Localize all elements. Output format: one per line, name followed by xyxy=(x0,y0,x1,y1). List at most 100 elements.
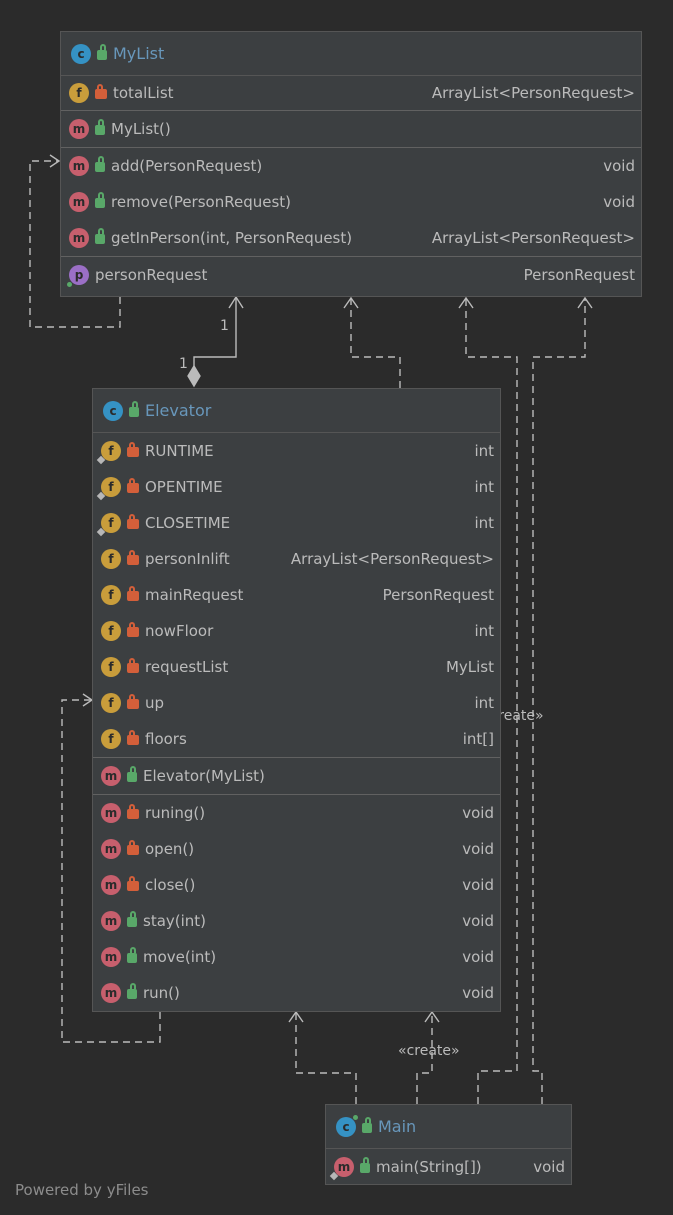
member-name: personInlift xyxy=(145,550,230,568)
member-type: ArrayList<PersonRequest> xyxy=(431,229,635,247)
elevator-fields-section: f RUNTIME int f OPENTIME int f CLOSETIME… xyxy=(93,433,500,758)
private-icon xyxy=(127,442,139,457)
member-type: int xyxy=(474,478,494,496)
member-row[interactable]: m getInPerson(int, PersonRequest) ArrayL… xyxy=(61,220,641,256)
multiplicity-mylist-label: 1 xyxy=(220,318,229,334)
member-row[interactable]: f RUNTIME int xyxy=(93,433,500,469)
member-row[interactable]: m main(String[]) void xyxy=(326,1149,571,1185)
method-icon: m xyxy=(101,803,121,823)
public-icon xyxy=(127,911,137,927)
member-row[interactable]: m stay(int) void xyxy=(93,903,500,939)
class-elevator[interactable]: c Elevator f RUNTIME int f OPENTIME int … xyxy=(92,388,501,1012)
member-row[interactable]: m runing() void xyxy=(93,795,500,831)
private-icon xyxy=(127,804,139,819)
member-type: ArrayList<PersonRequest> xyxy=(290,550,494,568)
field-icon: f xyxy=(101,585,121,605)
member-type: int xyxy=(474,622,494,640)
member-row[interactable]: f nowFloor int xyxy=(93,613,500,649)
member-row[interactable]: f up int xyxy=(93,685,500,721)
field-icon: f xyxy=(101,657,121,677)
member-name: remove(PersonRequest) xyxy=(111,193,291,211)
static-method-icon: m xyxy=(329,1157,354,1181)
member-row[interactable]: f floors int[] xyxy=(93,721,500,757)
mylist-properties-section: p personRequest PersonRequest xyxy=(61,257,641,293)
field-icon: f xyxy=(101,621,121,641)
member-name: Elevator(MyList) xyxy=(143,767,265,785)
member-name: floors xyxy=(145,730,187,748)
class-mylist-header[interactable]: c MyList xyxy=(61,32,641,76)
member-name: personRequest xyxy=(95,266,208,284)
member-row[interactable]: f mainRequest PersonRequest xyxy=(93,577,500,613)
public-icon xyxy=(127,983,137,999)
member-row[interactable]: m open() void xyxy=(93,831,500,867)
member-name: run() xyxy=(143,984,180,1002)
method-icon: m xyxy=(69,192,89,212)
main-elevator-dependency-edge xyxy=(295,1012,357,1104)
method-icon: m xyxy=(69,228,89,248)
member-name: main(String[]) xyxy=(376,1158,482,1176)
private-icon xyxy=(127,550,139,565)
class-icon: c xyxy=(103,400,123,421)
private-icon xyxy=(127,840,139,855)
member-type: PersonRequest xyxy=(523,266,635,284)
elevator-constructors-section: m Elevator(MyList) xyxy=(93,758,500,795)
method-icon: m xyxy=(69,119,89,139)
class-mylist[interactable]: c MyList f totalList ArrayList<PersonReq… xyxy=(60,31,642,297)
member-name: OPENTIME xyxy=(145,478,223,496)
private-icon xyxy=(127,694,139,709)
member-row[interactable]: f OPENTIME int xyxy=(93,469,500,505)
private-icon xyxy=(127,586,139,601)
member-row[interactable]: f totalList ArrayList<PersonRequest> xyxy=(61,76,641,110)
member-row[interactable]: f personInlift ArrayList<PersonRequest> xyxy=(93,541,500,577)
member-name: add(PersonRequest) xyxy=(111,157,263,175)
composition-edge xyxy=(193,297,237,372)
member-row[interactable]: m move(int) void xyxy=(93,939,500,975)
member-row[interactable]: f requestList MyList xyxy=(93,649,500,685)
composition-diamond xyxy=(187,364,201,388)
class-main-header[interactable]: c Main xyxy=(326,1105,571,1149)
member-type: int xyxy=(474,694,494,712)
member-row[interactable]: m remove(PersonRequest) void xyxy=(61,184,641,220)
member-type: MyList xyxy=(445,658,494,676)
member-row[interactable]: p personRequest PersonRequest xyxy=(61,257,641,293)
class-main[interactable]: c Main m main(String[]) void xyxy=(325,1104,572,1185)
member-type: void xyxy=(462,876,494,894)
public-icon xyxy=(95,228,105,244)
static-field-icon: f xyxy=(96,513,121,537)
public-icon xyxy=(95,119,105,135)
member-name: totalList xyxy=(113,84,174,102)
field-icon: f xyxy=(101,693,121,713)
method-icon: m xyxy=(69,156,89,176)
member-row[interactable]: m run() void xyxy=(93,975,500,1011)
public-icon xyxy=(97,43,107,60)
member-name: runing() xyxy=(145,804,206,822)
public-icon xyxy=(129,400,139,417)
member-row[interactable]: m MyList() xyxy=(61,111,641,147)
member-type: void xyxy=(462,840,494,858)
member-type: void xyxy=(533,1158,565,1176)
main-mylist-create-edge-2 xyxy=(532,298,586,1104)
member-row[interactable]: f CLOSETIME int xyxy=(93,505,500,541)
private-icon xyxy=(127,876,139,891)
member-name: MyList() xyxy=(111,120,171,138)
class-main-title: Main xyxy=(378,1117,417,1136)
member-row[interactable]: m close() void xyxy=(93,867,500,903)
member-name: open() xyxy=(145,840,195,858)
member-type: int[] xyxy=(462,730,494,748)
method-icon: m xyxy=(101,875,121,895)
member-name: RUNTIME xyxy=(145,442,214,460)
elevator-mylist-dependency-edge xyxy=(350,298,401,388)
private-icon xyxy=(127,622,139,637)
multiplicity-elevator-label: 1 xyxy=(179,356,188,372)
static-field-icon: f xyxy=(96,477,121,501)
method-icon: m xyxy=(101,983,121,1003)
member-name: getInPerson(int, PersonRequest) xyxy=(111,229,353,247)
member-type: void xyxy=(462,948,494,966)
member-name: up xyxy=(145,694,165,712)
member-row[interactable]: m Elevator(MyList) xyxy=(93,758,500,794)
method-icon: m xyxy=(101,766,121,786)
member-row[interactable]: m add(PersonRequest) void xyxy=(61,148,641,184)
property-icon: p xyxy=(67,265,89,287)
public-icon xyxy=(95,156,105,172)
class-elevator-header[interactable]: c Elevator xyxy=(93,389,500,433)
